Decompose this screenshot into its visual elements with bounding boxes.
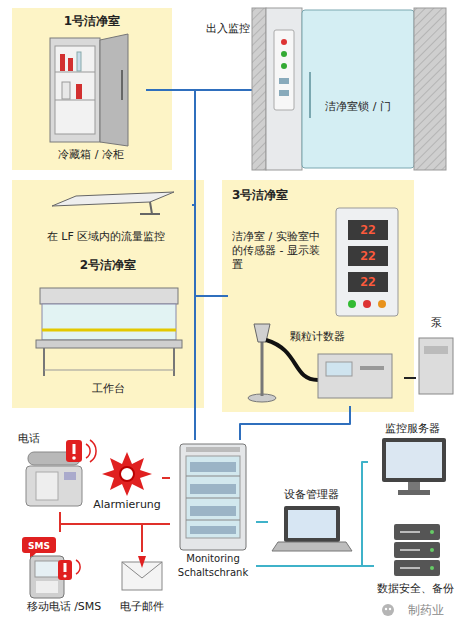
server-monitor-illustration: [382, 438, 446, 495]
alarm-illustration: [102, 452, 152, 496]
watermark-icon: [382, 604, 394, 616]
node-text: 洁净室 / 实验室中的传感器 - 显示装置: [232, 230, 320, 271]
sensor-display-illustration: [336, 208, 398, 316]
node-text: 3号洁净室: [232, 188, 288, 202]
connector-line: [162, 477, 170, 479]
connector-line: [60, 524, 170, 532]
node-text: 监控服务器: [385, 422, 440, 435]
flow-monitor-illustration: [52, 192, 174, 214]
node-text: 洁净室锁 / 门: [325, 100, 391, 113]
node-text: 电话: [18, 432, 40, 445]
connector-line: [404, 377, 416, 379]
connector-line: [256, 521, 268, 523]
display-digits: 22: [360, 248, 376, 263]
connector-line: [195, 90, 252, 440]
node-text: 在 LF 区域内的流量监控: [47, 230, 165, 243]
node-text: 移动电话 /SMS: [27, 600, 102, 613]
cabinet-illustration: [180, 444, 246, 550]
node-text: Monitoring Schaltschrank: [178, 553, 248, 578]
connector-line: [146, 90, 195, 440]
node-text: 冷藏箱 / 冷柜: [58, 148, 124, 161]
server-stack-illustration: [394, 524, 440, 576]
connector-line: [240, 406, 350, 440]
sms-badge: SMS: [28, 541, 50, 551]
connector-line: [60, 512, 170, 524]
node-text: Alarmierung: [93, 498, 161, 511]
fridge-illustration: [50, 34, 128, 146]
node-text: 工作台: [92, 382, 125, 395]
workbench-illustration: [36, 288, 182, 376]
email-illustration: [122, 556, 162, 590]
connector-line: [195, 296, 228, 440]
laptop-illustration: [272, 506, 352, 551]
display-digits: 22: [360, 222, 376, 237]
node-text: 出入监控: [206, 22, 250, 35]
connector-line: [256, 462, 368, 566]
watermark: 制药业: [408, 603, 444, 617]
node-text: 1号洁净室: [64, 14, 120, 28]
node-text: 电子邮件: [120, 600, 164, 613]
connector-line: [142, 524, 170, 552]
connector-line: [256, 565, 374, 567]
door-illustration: [252, 8, 446, 170]
node-text: 数据安全、备份: [377, 582, 454, 595]
pump-illustration: [419, 338, 453, 394]
particle-counter-illustration: [248, 324, 392, 402]
node-text: 设备管理器: [284, 488, 339, 501]
node-text: 泵: [431, 316, 442, 329]
node-text: 2号洁净室: [80, 258, 136, 272]
telephone-illustration: [26, 440, 96, 506]
display-digits: 22: [360, 274, 376, 289]
node-text: 颗粒计数器: [290, 330, 345, 343]
mobile-phone-illustration: [22, 537, 80, 598]
